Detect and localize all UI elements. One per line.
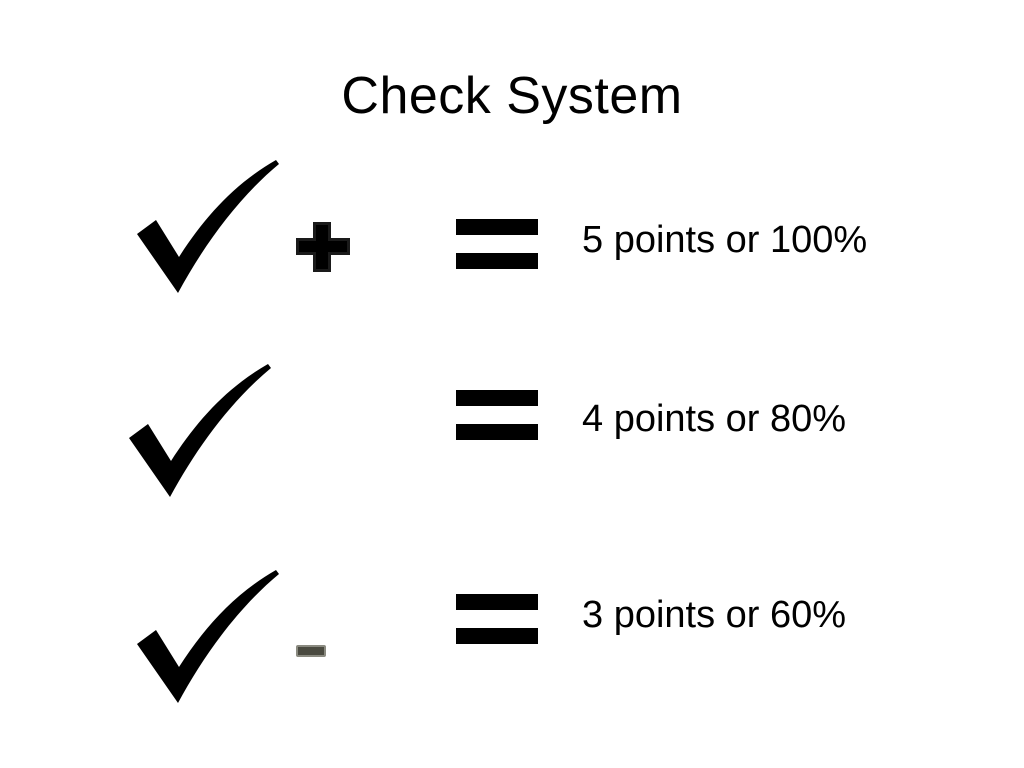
equals-icon <box>456 594 538 644</box>
result-text-5-points: 5 points or 100% <box>582 219 868 261</box>
equals-icon <box>456 390 538 440</box>
checkmark-icon <box>134 570 284 710</box>
plus-icon <box>294 220 352 274</box>
check-minus-row: 3 points or 60% <box>0 566 1024 716</box>
check-row: 4 points or 80% <box>0 362 1024 512</box>
result-text-4-points: 4 points or 80% <box>582 398 847 440</box>
checkmark-icon <box>126 364 276 504</box>
checkmark-icon <box>134 160 284 300</box>
equals-icon <box>456 219 538 269</box>
slide-title: Check System <box>341 67 683 125</box>
minus-icon <box>295 644 327 658</box>
check-plus-row: 5 points or 100% <box>0 158 1024 308</box>
result-text-3-points: 3 points or 60% <box>582 594 847 636</box>
